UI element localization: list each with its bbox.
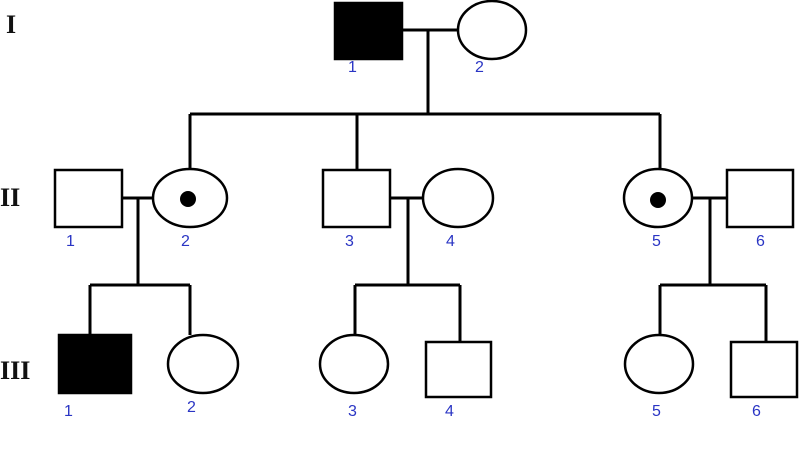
generation-label-I: I — [6, 10, 16, 39]
generation-label-II: II — [0, 183, 20, 212]
member-number-II-1: 1 — [66, 233, 75, 250]
generation-label-III: III — [0, 356, 30, 385]
member-number-II-4: 4 — [446, 233, 455, 250]
pedigree-female-unaffected — [421, 167, 495, 229]
carrier-dot-icon — [180, 191, 196, 207]
member-number-II-2: 2 — [181, 233, 190, 250]
pedigree-female-unaffected — [318, 333, 390, 395]
pedigree-male-unaffected — [725, 168, 795, 229]
pedigree-male-unaffected — [53, 168, 124, 229]
member-number-III-4: 4 — [445, 403, 454, 420]
member-number-II-6: 6 — [756, 233, 765, 250]
pedigree-lines — [88, 28, 768, 342]
pedigree-male-unaffected — [424, 340, 493, 399]
member-number-III-5: 5 — [652, 403, 661, 420]
pedigree-female-unaffected — [623, 333, 695, 395]
member-number-III-6: 6 — [752, 403, 761, 420]
pedigree-male-affected — [333, 1, 404, 61]
member-number-III-3: 3 — [348, 403, 357, 420]
pedigree-female-unaffected — [166, 333, 240, 395]
carrier-dot-icon — [650, 192, 666, 208]
member-number-II-5: 5 — [652, 233, 661, 250]
pedigree-male-unaffected — [729, 340, 799, 399]
member-number-I-2: 2 — [475, 59, 484, 76]
pedigree-male-affected — [57, 333, 133, 395]
member-number-III-1: 1 — [64, 403, 73, 420]
pedigree-female-unaffected — [456, 0, 528, 61]
member-number-III-2: 2 — [187, 399, 196, 416]
pedigree-male-unaffected — [321, 168, 392, 229]
member-number-II-3: 3 — [345, 233, 354, 250]
member-number-I-1: 1 — [348, 59, 357, 76]
